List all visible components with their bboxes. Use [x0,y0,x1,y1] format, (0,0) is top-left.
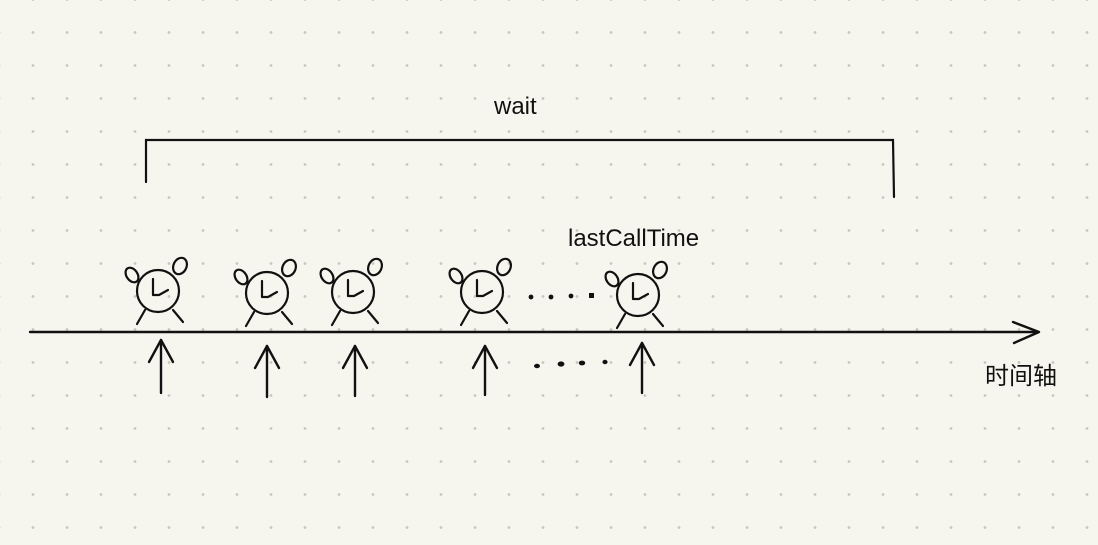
up-arrow-icon [471,344,499,397]
arrow-head-icon [1011,320,1041,345]
up-arrow-icon [628,341,656,395]
ellipsis-dot [578,360,586,366]
up-arrow-icon [253,344,281,399]
ellipsis-dot [602,359,608,365]
time-axis-label: 时间轴 [985,362,1057,390]
up-arrow-group [147,338,656,399]
alarm-clock-icon [319,257,383,327]
wait-bracket [144,138,896,199]
wait-label: wait [494,93,537,120]
ellipsis-dot [589,293,594,298]
up-arrow-icon [147,338,175,395]
alarm-clock-group [124,256,668,330]
last-call-time-label: lastCallTime [568,225,700,252]
alarm-clock-icon [448,257,512,327]
ellipsis-upper [528,293,594,300]
time-axis [28,320,1041,345]
ellipsis-dot [568,293,574,299]
ellipsis-dot [534,363,540,369]
ellipsis-dot [548,294,554,300]
alarm-clock-icon [233,258,297,328]
alarm-clock-icon [124,256,188,326]
up-arrow-icon [341,344,369,398]
ellipsis-lower [534,359,608,369]
ellipsis-dot [557,361,565,367]
ellipsis-dot [528,294,534,300]
alarm-clock-icon [604,260,668,330]
